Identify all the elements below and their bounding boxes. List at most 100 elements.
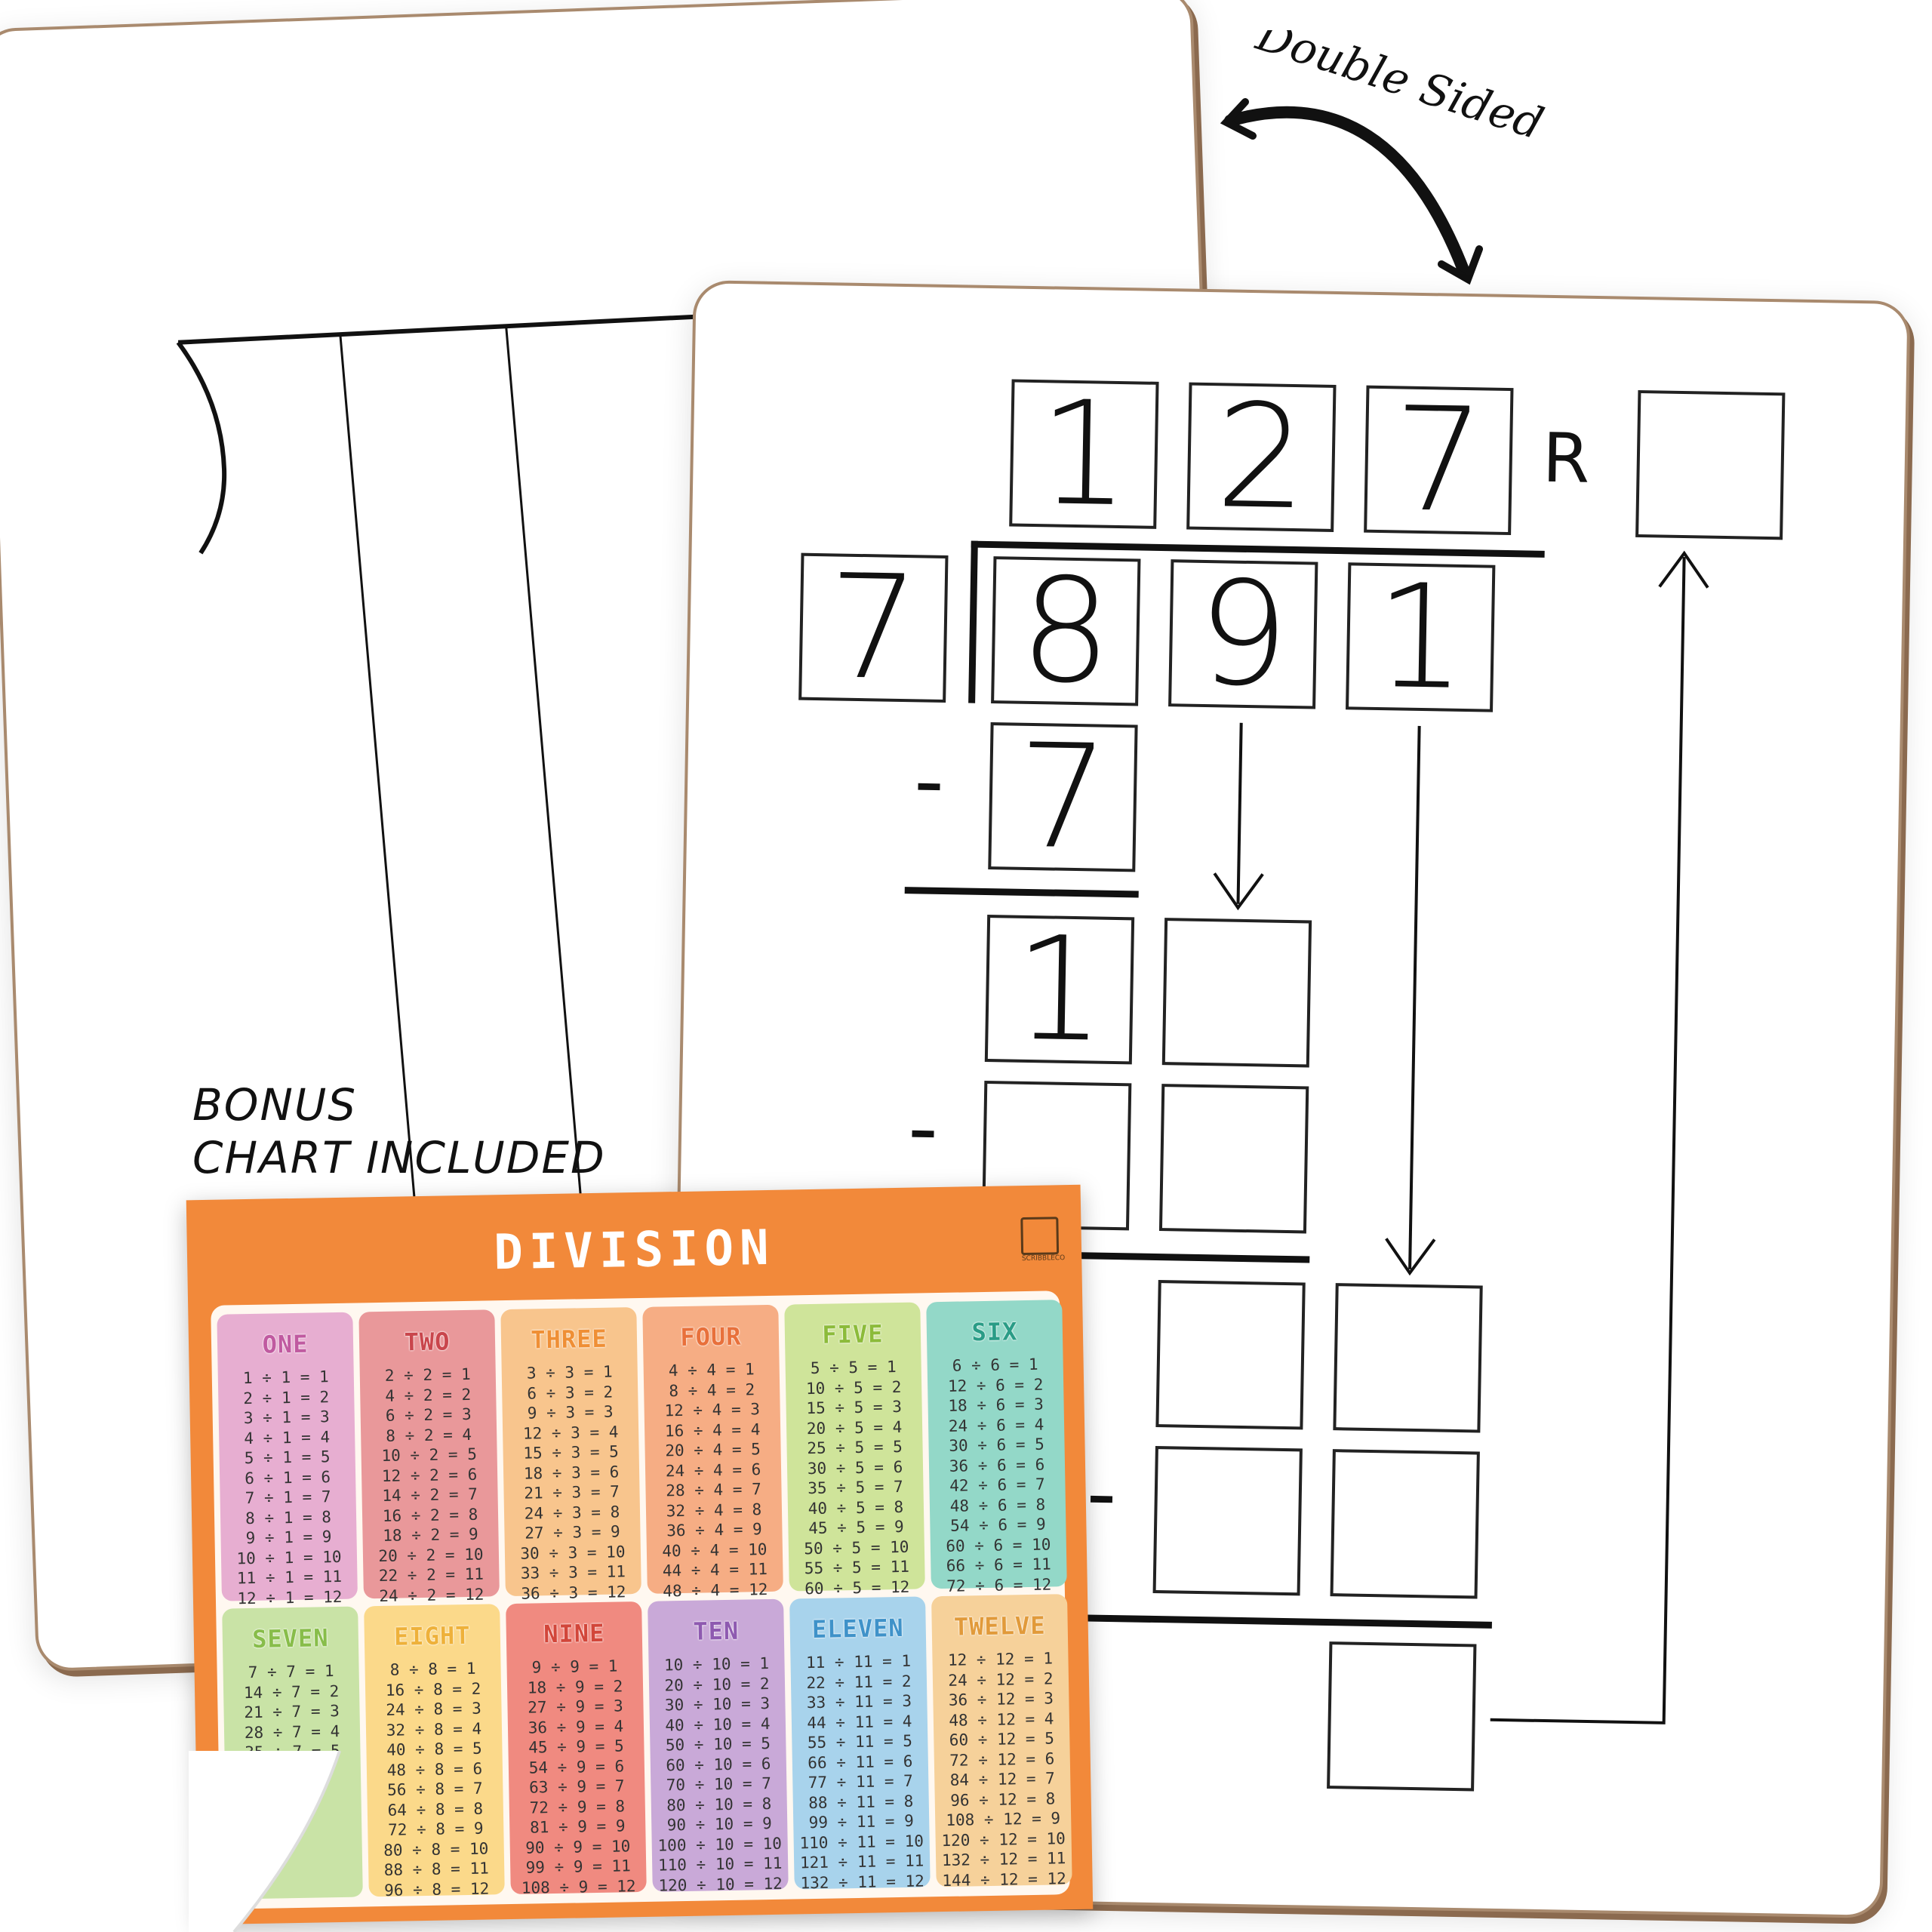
chart-fact: 18 ÷ 2 = 9 [383, 1524, 478, 1545]
chart-fact: 84 ÷ 12 = 7 [949, 1769, 1055, 1789]
chart-fact: 32 ÷ 4 = 8 [666, 1500, 762, 1520]
bonus-line-1: BONUS [192, 1079, 358, 1131]
chart-fact: 11 ÷ 11 = 1 [805, 1651, 912, 1672]
double-sided-label: Double Sided [1250, 30, 1549, 149]
chart-fact: 77 ÷ 11 = 7 [808, 1771, 914, 1792]
chart-column-title: ONE [262, 1329, 309, 1359]
chart-fact: 5 ÷ 1 = 5 [244, 1447, 331, 1468]
chart-fact: 100 ÷ 10 = 10 [657, 1834, 783, 1855]
chart-fact: 6 ÷ 6 = 1 [952, 1355, 1038, 1375]
chart-fact: 30 ÷ 6 = 5 [949, 1435, 1044, 1455]
chart-fact: 44 ÷ 11 = 4 [807, 1712, 912, 1732]
chart-fact: 8 ÷ 8 = 1 [389, 1659, 476, 1679]
chart-fact: 70 ÷ 10 = 7 [666, 1774, 772, 1795]
chart-column-title: TWELVE [953, 1611, 1046, 1641]
chart-fact: 8 ÷ 4 = 2 [669, 1380, 755, 1400]
chart-fact: 36 ÷ 9 = 4 [528, 1716, 624, 1737]
chart-fact: 18 ÷ 3 = 6 [523, 1462, 620, 1483]
chart-fact: 25 ÷ 5 = 5 [807, 1437, 903, 1458]
chart-fact: 4 ÷ 4 = 1 [668, 1360, 755, 1380]
chart-fact: 8 ÷ 1 = 8 [245, 1507, 332, 1527]
chart-fact: 36 ÷ 6 = 6 [949, 1455, 1045, 1475]
chart-fact: 12 ÷ 2 = 6 [381, 1465, 478, 1485]
chart-column-title: SEVEN [251, 1623, 329, 1654]
chart-fact: 24 ÷ 12 = 2 [948, 1669, 1054, 1690]
chart-fact: 10 ÷ 10 = 1 [663, 1654, 770, 1675]
chart-fact: 66 ÷ 11 = 6 [808, 1752, 913, 1772]
chart-fact: 24 ÷ 8 = 3 [386, 1699, 481, 1719]
chart-fact: 3 ÷ 1 = 3 [243, 1407, 330, 1428]
chart-fact: 21 ÷ 3 = 7 [524, 1482, 620, 1503]
chart-fact: 4 ÷ 1 = 4 [244, 1427, 331, 1447]
chart-fact: 90 ÷ 10 = 9 [666, 1814, 772, 1835]
chart-fact: 66 ÷ 6 = 11 [946, 1555, 1052, 1575]
chart-fact: 3 ÷ 3 = 1 [526, 1362, 613, 1383]
chart-fact: 96 ÷ 12 = 8 [949, 1789, 1056, 1810]
chart-fact: 12 ÷ 12 = 1 [947, 1649, 1054, 1669]
chart-fact: 9 ÷ 1 = 9 [245, 1527, 332, 1548]
chart-fact: 24 ÷ 4 = 6 [665, 1460, 761, 1480]
chart-fact: 60 ÷ 6 = 10 [946, 1534, 1051, 1555]
chart-column-title: SIX [971, 1317, 1018, 1347]
chart-fact: 12 ÷ 3 = 4 [522, 1422, 619, 1443]
chart-fact: 60 ÷ 5 = 12 [804, 1577, 910, 1598]
brand-logo-text: SCRIBBLECO [1021, 1254, 1066, 1263]
chart-column-title: NINE [543, 1618, 605, 1649]
chart-fact: 9 ÷ 3 = 3 [527, 1402, 614, 1423]
chart-fact: 80 ÷ 8 = 10 [383, 1839, 489, 1860]
chart-fact: 88 ÷ 8 = 11 [383, 1859, 489, 1879]
chart-fact: 72 ÷ 9 = 8 [529, 1796, 626, 1817]
chart-fact: 14 ÷ 2 = 7 [382, 1484, 478, 1505]
chart-fact: 20 ÷ 2 = 10 [378, 1545, 484, 1565]
chart-fact: 64 ÷ 8 = 8 [387, 1799, 484, 1820]
chart-fact: 22 ÷ 2 = 11 [378, 1564, 485, 1586]
chart-fact: 56 ÷ 8 = 7 [386, 1779, 483, 1799]
chart-fact: 36 ÷ 3 = 12 [521, 1582, 626, 1603]
chart-fact: 36 ÷ 4 = 9 [666, 1520, 762, 1540]
chart-column-title: FOUR [680, 1321, 742, 1352]
chart-fact: 35 ÷ 5 = 7 [808, 1477, 903, 1498]
chart-fact: 36 ÷ 12 = 3 [948, 1689, 1054, 1709]
chart-fact: 48 ÷ 6 = 8 [949, 1495, 1046, 1515]
chart-fact: 6 ÷ 1 = 6 [245, 1467, 331, 1487]
chart-fact: 24 ÷ 6 = 4 [948, 1415, 1044, 1435]
chart-fact: 99 ÷ 11 = 9 [808, 1811, 914, 1832]
chart-fact: 10 ÷ 2 = 5 [381, 1444, 478, 1465]
chart-fact: 60 ÷ 12 = 5 [949, 1729, 1055, 1749]
chart-fact: 4 ÷ 2 = 2 [385, 1385, 472, 1405]
chart-fact: 54 ÷ 9 = 6 [528, 1756, 625, 1777]
peel-corner-icon [189, 1751, 341, 1932]
chart-fact: 27 ÷ 9 = 3 [528, 1697, 623, 1717]
chart-fact: 120 ÷ 12 = 10 [941, 1829, 1066, 1850]
chart-fact: 18 ÷ 6 = 3 [948, 1395, 1044, 1415]
chart-fact: 33 ÷ 3 = 11 [520, 1562, 626, 1583]
chart-fact: 80 ÷ 10 = 8 [666, 1794, 772, 1814]
bonus-line-2: CHART INCLUDED [192, 1132, 606, 1183]
brand-logo-icon [1020, 1217, 1060, 1256]
chart-fact: 12 ÷ 6 = 2 [947, 1375, 1044, 1395]
chart-fact: 45 ÷ 5 = 9 [808, 1517, 904, 1538]
chart-fact: 63 ÷ 9 = 7 [528, 1777, 625, 1797]
chart-fact: 72 ÷ 8 = 9 [387, 1819, 484, 1839]
chart-fact: 15 ÷ 3 = 5 [523, 1442, 620, 1463]
chart-fact: 42 ÷ 6 = 7 [949, 1475, 1045, 1495]
chart-column-title: TWO [404, 1327, 451, 1357]
front-whiteboard: 1 2 7 R 7 8 9 1 - 7 1 - - [665, 280, 1911, 1918]
chart-fact: 8 ÷ 2 = 4 [386, 1425, 472, 1445]
chart-column-title: TEN [693, 1616, 740, 1646]
chart-fact: 7 ÷ 7 = 1 [248, 1662, 334, 1682]
chart-fact: 12 ÷ 4 = 3 [664, 1400, 761, 1420]
